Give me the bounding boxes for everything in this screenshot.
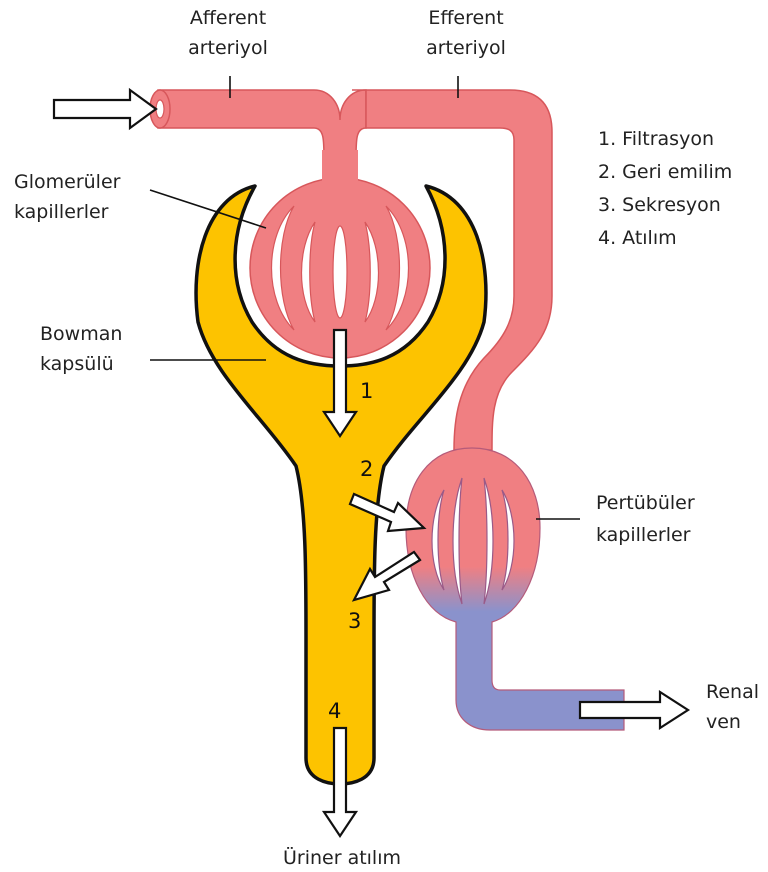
bowman-label-line2: kapsülü (40, 353, 114, 375)
legend-item-reabsorption: 2. Geri emilim (598, 161, 732, 183)
bowman-label-line1: Bowman (40, 323, 122, 345)
legend-item-filtration: 1. Filtrasyon (598, 128, 714, 150)
afferent-arteriole (158, 90, 366, 160)
efferent-label-line1: Efferent (428, 7, 503, 29)
glomerular-stalk (322, 150, 358, 186)
afferent-label-line2: arteriyol (188, 37, 268, 59)
afferent-label-line1: Afferent (190, 7, 266, 29)
step-number-4: 4 (328, 699, 341, 723)
urinary-excretion-label: Üriner atılım (283, 846, 401, 869)
step-number-2: 2 (360, 457, 373, 481)
renal-vein-label-line2: ven (706, 711, 741, 733)
glomerular-label-line2: kapillerler (14, 201, 109, 223)
glomerular-label-line1: Glomerüler (14, 171, 121, 193)
peritubular-label-line1: Pertübüler (596, 492, 695, 514)
peritubular-capillaries (406, 448, 624, 730)
legend-item-secretion: 3. Sekresyon (598, 194, 721, 216)
efferent-label-line2: arteriyol (426, 37, 506, 59)
renal-vein-label-line1: Renal (706, 681, 759, 703)
step-number-3: 3 (348, 609, 361, 633)
step-number-1: 1 (360, 379, 373, 403)
inflow-arrow (54, 90, 156, 128)
legend-item-excretion: 4. Atılım (598, 227, 677, 249)
peritubular-label-line2: kapillerler (596, 524, 691, 546)
